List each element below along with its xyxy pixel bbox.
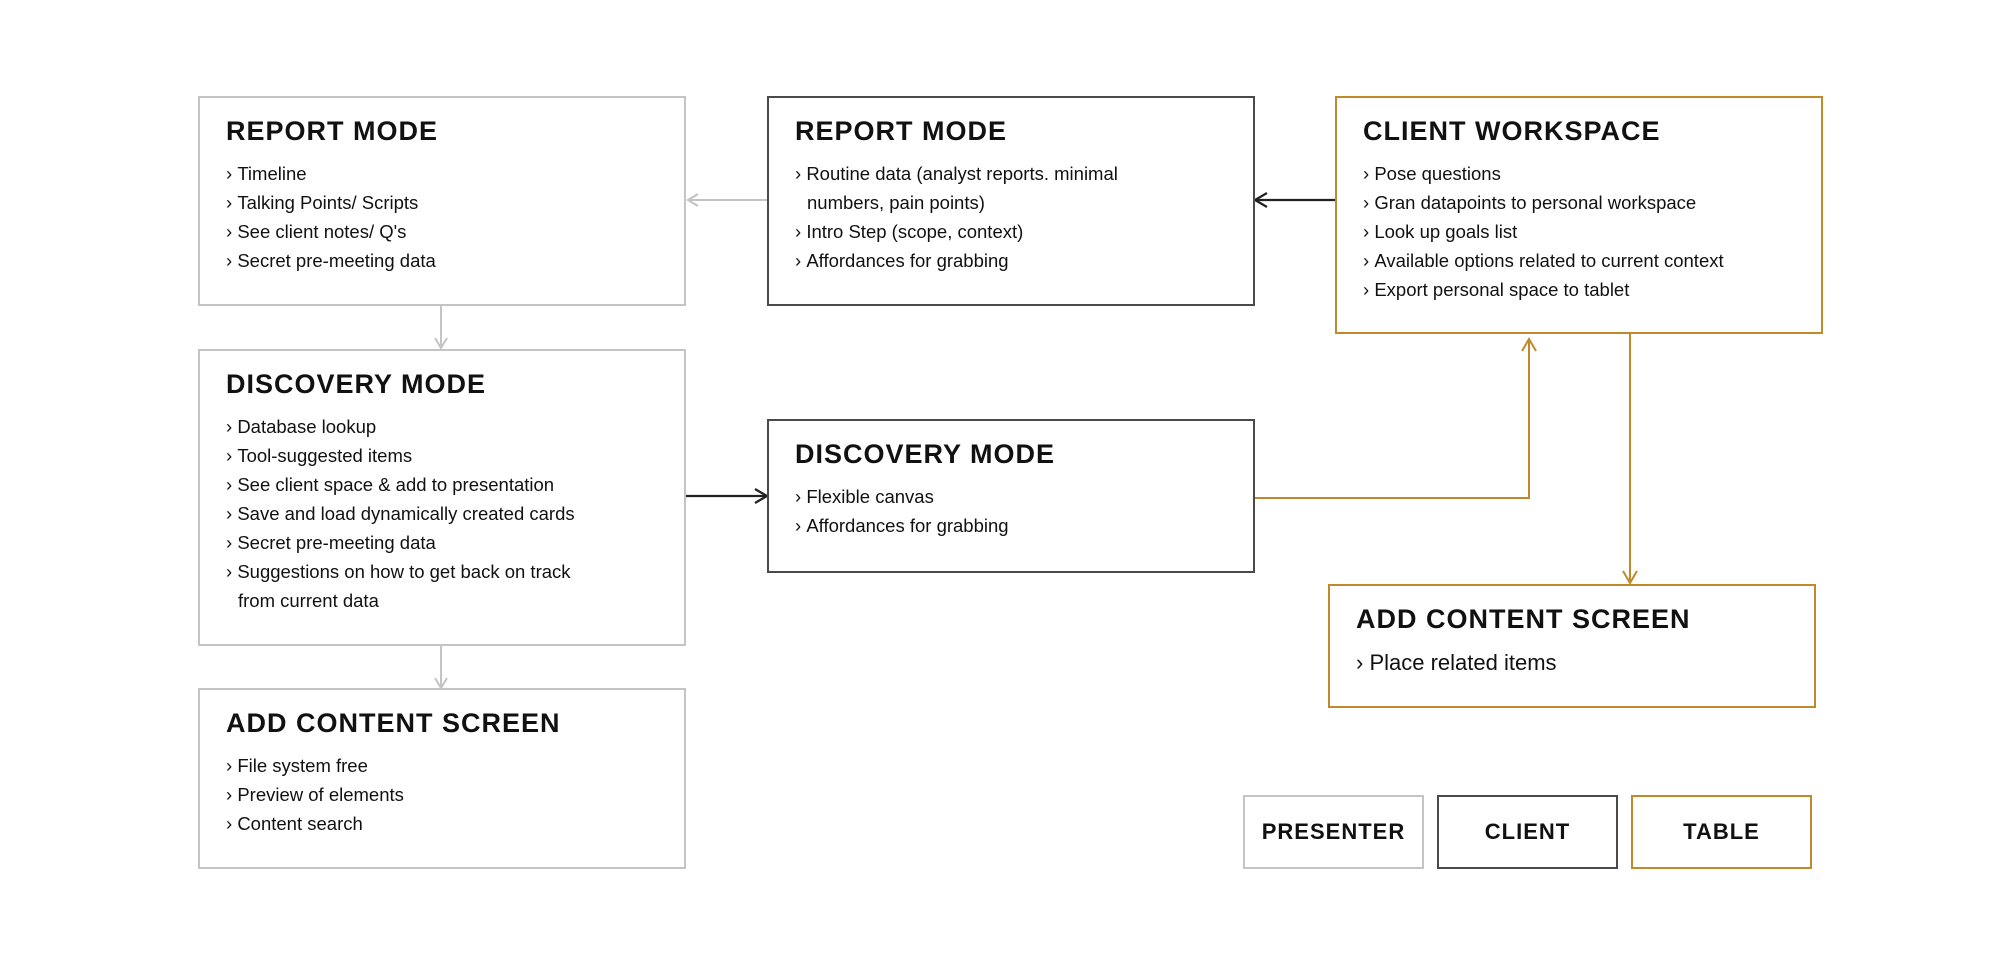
node-title: ADD CONTENT SCREEN xyxy=(226,708,561,738)
discovery-mode-presenter-box: DISCOVERY MODE Database lookupTool-sugge… xyxy=(198,349,686,646)
node-title: REPORT MODE xyxy=(795,116,1008,146)
legend-presenter: PRESENTER xyxy=(1243,795,1424,869)
list-item: Secret pre-meeting data xyxy=(226,246,658,275)
node-item-list: Routine data (analyst reports. minimal n… xyxy=(795,159,1135,275)
list-item: Tool-suggested items xyxy=(226,441,596,470)
node-title: DISCOVERY MODE xyxy=(795,439,1056,469)
list-item: Secret pre-meeting data xyxy=(226,528,596,557)
add-content-presenter-box: ADD CONTENT SCREEN File system freePrevi… xyxy=(198,688,686,869)
list-item: Content search xyxy=(226,809,658,838)
node-item-list: Place related items xyxy=(1356,647,1788,679)
list-item: See client notes/ Q's xyxy=(226,217,658,246)
report-mode-client-box: REPORT MODE Routine data (analyst report… xyxy=(767,96,1255,306)
node-item-list: Database lookupTool-suggested itemsSee c… xyxy=(226,412,596,615)
list-item: Look up goals list xyxy=(1363,217,1795,246)
list-item: Export personal space to tablet xyxy=(1363,275,1795,304)
list-item: See client space & add to presentation xyxy=(226,470,596,499)
list-item: Timeline xyxy=(226,159,658,188)
list-item: Place related items xyxy=(1356,647,1788,679)
list-item: Talking Points/ Scripts xyxy=(226,188,658,217)
list-item: Available options related to current con… xyxy=(1363,246,1795,275)
list-item: Save and load dynamically created cards xyxy=(226,499,596,528)
list-item: Preview of elements xyxy=(226,780,658,809)
client-workspace-box: CLIENT WORKSPACE Pose questionsGran data… xyxy=(1335,96,1823,334)
list-item: Database lookup xyxy=(226,412,596,441)
list-item: Gran datapoints to personal workspace xyxy=(1363,188,1795,217)
list-item: Affordances for grabbing xyxy=(795,511,1227,540)
legend-client: CLIENT xyxy=(1437,795,1618,869)
report-mode-presenter-box: REPORT MODE TimelineTalking Points/ Scri… xyxy=(198,96,686,306)
node-title: CLIENT WORKSPACE xyxy=(1363,116,1661,146)
node-item-list: Flexible canvasAffordances for grabbing xyxy=(795,482,1227,540)
legend-table: TABLE xyxy=(1631,795,1812,869)
list-item: Routine data (analyst reports. minimal n… xyxy=(795,159,1135,217)
node-title: ADD CONTENT SCREEN xyxy=(1356,604,1691,634)
node-title: DISCOVERY MODE xyxy=(226,369,487,399)
node-item-list: File system freePreview of elementsConte… xyxy=(226,751,658,838)
list-item: Suggestions on how to get back on track … xyxy=(226,557,596,615)
discovery-mode-client-box: DISCOVERY MODE Flexible canvasAffordance… xyxy=(767,419,1255,573)
list-item: Intro Step (scope, context) xyxy=(795,217,1135,246)
node-item-list: Pose questionsGran datapoints to persona… xyxy=(1363,159,1795,304)
add-content-table-box: ADD CONTENT SCREEN Place related items xyxy=(1328,584,1816,708)
list-item: Pose questions xyxy=(1363,159,1795,188)
arrow-discovery-client-to-workspace xyxy=(1253,337,1537,499)
node-item-list: TimelineTalking Points/ ScriptsSee clien… xyxy=(226,159,658,275)
list-item: Flexible canvas xyxy=(795,482,1227,511)
node-title: REPORT MODE xyxy=(226,116,439,146)
list-item: File system free xyxy=(226,751,658,780)
list-item: Affordances for grabbing xyxy=(795,246,1135,275)
